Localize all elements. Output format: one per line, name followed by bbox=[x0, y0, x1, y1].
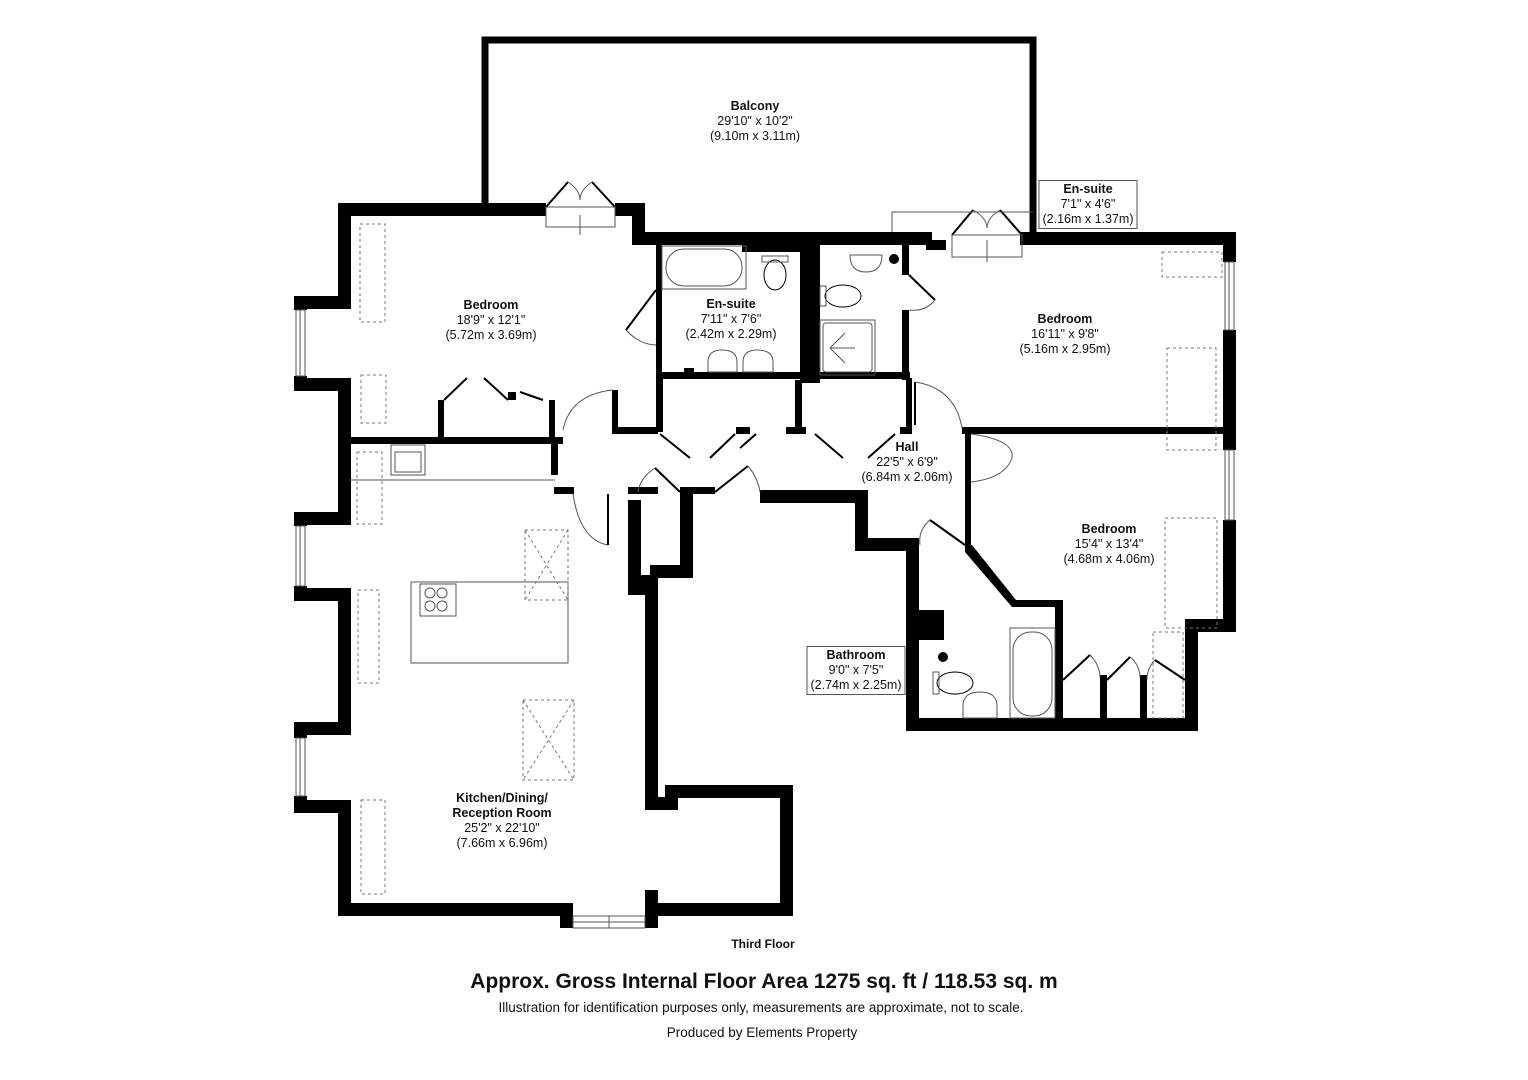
floor-name: Third Floor bbox=[731, 937, 795, 951]
fixtures bbox=[349, 245, 1056, 719]
producer-credit: Produced by Elements Property bbox=[666, 1025, 858, 1040]
room-dimensions-metric: (5.72m x 3.69m) bbox=[445, 328, 537, 342]
room-dimensions-metric: (2.42m x 2.29m) bbox=[685, 327, 777, 341]
room-name: Bathroom bbox=[826, 648, 886, 662]
room-name: Balcony bbox=[730, 99, 780, 113]
room-dimensions-metric: (9.10m x 3.11m) bbox=[709, 129, 801, 143]
room-name: Hall bbox=[895, 440, 919, 454]
room-dimensions-metric: (5.16m x 2.95m) bbox=[1019, 342, 1111, 356]
room-dimensions-metric: (4.68m x 4.06m) bbox=[1063, 552, 1155, 566]
room-label-ensuite-center: En-suite 7'11" x 7'6" (2.42m x 2.29m) bbox=[685, 297, 776, 342]
room-name-line2: Reception Room bbox=[452, 806, 552, 820]
room-name: Bedroom bbox=[1037, 312, 1093, 326]
room-name: Bedroom bbox=[463, 298, 519, 312]
room-dimensions-metric: (2.16m x 1.37m) bbox=[1042, 212, 1134, 226]
room-label-bathroom: Bathroom 9'0" x 7'5" (2.74m x 2.25m) bbox=[806, 646, 906, 695]
bedroom3-angled-wall bbox=[965, 545, 1063, 607]
room-dimensions-imperial: 29'10" x 10'2" bbox=[717, 114, 793, 128]
room-label-bedroom-1: Bedroom 18'9" x 12'1" (5.72m x 3.69m) bbox=[445, 298, 536, 343]
room-dimensions-imperial: 25'2" x 22'10" bbox=[464, 821, 540, 835]
room-label-balcony: Balcony 29'10" x 10'2" (9.10m x 3.11m) bbox=[710, 99, 800, 144]
room-label-kitchen: Kitchen/Dining/ Reception Room 25'2" x 2… bbox=[452, 791, 551, 851]
room-name: Bedroom bbox=[1081, 522, 1137, 536]
room-dimensions-imperial: 18'9" x 12'1" bbox=[456, 313, 526, 327]
room-dimensions-imperial: 9'0" x 7'5" bbox=[828, 663, 884, 677]
room-dimensions-metric: (2.74m x 2.25m) bbox=[810, 678, 902, 692]
doors bbox=[443, 181, 1186, 681]
room-dimensions-imperial: 7'11" x 7'6" bbox=[700, 312, 762, 326]
exterior-walls bbox=[294, 203, 1236, 928]
room-name: En-suite bbox=[706, 297, 756, 311]
room-dimensions-metric: (7.66m x 6.96m) bbox=[456, 836, 548, 850]
room-dimensions-imperial: 15'4" x 13'4" bbox=[1074, 537, 1144, 551]
dark-fixtures bbox=[889, 254, 948, 662]
room-name-line1: Kitchen/Dining/ bbox=[456, 791, 548, 805]
room-name: En-suite bbox=[1063, 182, 1113, 196]
balcony-outline bbox=[481, 36, 1037, 240]
room-dimensions-imperial: 16'11" x 9'8" bbox=[1031, 327, 1099, 341]
room-dimensions-metric: (6.84m x 2.06m) bbox=[861, 470, 953, 484]
room-label-bedroom-2: Bedroom 16'11" x 9'8" (5.16m x 2.95m) bbox=[1019, 312, 1110, 357]
door-thresholds bbox=[545, 206, 1033, 262]
room-dimensions-imperial: 22'5" x 6'9" bbox=[876, 455, 938, 469]
room-dimensions-imperial: 7'1" x 4'6" bbox=[1060, 197, 1116, 211]
windows bbox=[295, 261, 1235, 929]
room-label-hall: Hall 22'5" x 6'9" (6.84m x 2.06m) bbox=[861, 440, 952, 485]
disclaimer: Illustration for identification purposes… bbox=[498, 1000, 1024, 1015]
room-label-bedroom-3: Bedroom 15'4" x 13'4" (4.68m x 4.06m) bbox=[1063, 522, 1154, 567]
gross-internal-area: Approx. Gross Internal Floor Area 1275 s… bbox=[470, 970, 1058, 993]
rooflights bbox=[356, 223, 1223, 895]
room-label-ensuite-top-right: En-suite 7'1" x 4'6" (2.16m x 1.37m) bbox=[1038, 180, 1138, 229]
